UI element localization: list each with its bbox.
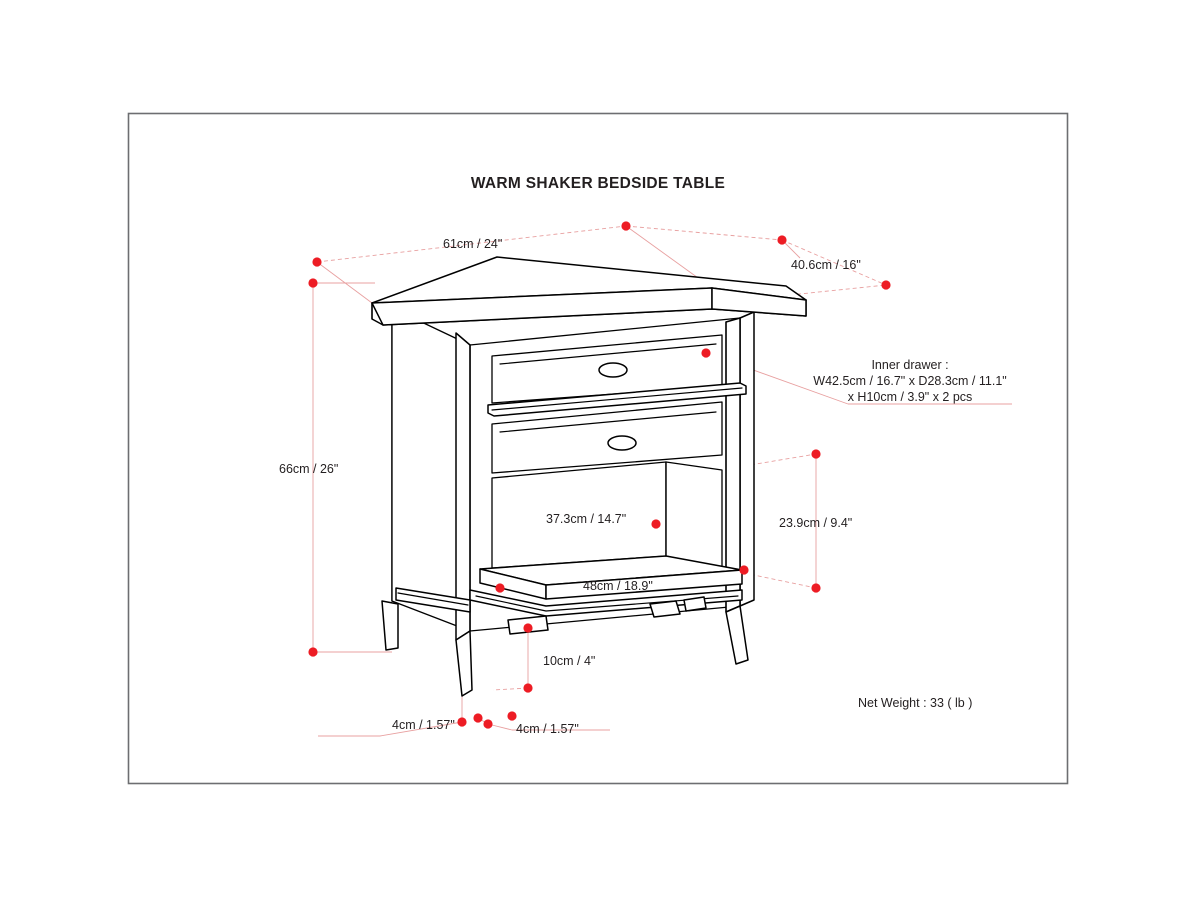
net-weight-label: Net Weight : 33 ( lb ) (858, 696, 972, 710)
marker-shelf-right (739, 565, 749, 575)
sheet-border (127, 112, 1069, 785)
inner-drawer-note-line3: x H10cm / 3.9" x 2 pcs (848, 390, 973, 404)
inner-drawer-note-line1: Inner drawer : (871, 358, 948, 372)
left-side-apron (395, 587, 471, 613)
marker-depth-start (777, 235, 787, 245)
shelf-cavity-right-wall (665, 461, 723, 569)
shelf-support-block-1 (649, 600, 681, 618)
drawer-pull-lower (607, 435, 637, 451)
shelf-support-block-2 (683, 596, 707, 612)
front-right-foot (725, 605, 749, 665)
marker-shelf-left (495, 583, 505, 593)
page-title: WARM SHAKER BEDSIDE TABLE (471, 175, 725, 192)
front-left-leg (455, 332, 471, 641)
dim-label-width-top: 61cm / 24" (443, 237, 502, 251)
marker-inner-drawer (701, 348, 711, 358)
dim-label-leg-thickness-right: 4cm / 1.57" (516, 722, 579, 736)
dim-label-shelf-depth: 23.9cm / 9.4" (779, 516, 852, 530)
front-left-foot (455, 630, 473, 697)
dim-label-height-overall: 66cm / 26" (279, 462, 338, 476)
marker-shelf-depth-top (811, 449, 821, 459)
marker-top-width-left (312, 257, 322, 267)
marker-opening-height (651, 519, 661, 529)
bottom-shelf-front-edge (545, 569, 743, 600)
rear-right-leg (739, 311, 755, 607)
marker-height-top (308, 278, 318, 288)
drawer-pull-upper (598, 362, 628, 378)
dimension-markers (308, 221, 891, 729)
dim-label-leg-thickness-left: 4cm / 1.57" (392, 718, 455, 732)
marker-leg-left-outer (457, 717, 467, 727)
rear-left-foot (381, 600, 399, 651)
marker-depth-end (881, 280, 891, 290)
marker-clearance-bottom (523, 683, 533, 693)
marker-leg-right-outer (507, 711, 517, 721)
marker-height-bottom (308, 647, 318, 657)
dim-label-leg-clearance: 10cm / 4" (543, 654, 595, 668)
inner-drawer-note-line2: W42.5cm / 16.7" x D28.3cm / 11.1" (813, 374, 1006, 388)
marker-leg-center (483, 719, 493, 729)
product-illustration (371, 256, 807, 697)
dim-label-shelf-width: 48cm / 18.9" (583, 579, 653, 593)
table-top-side-edge (711, 287, 807, 317)
marker-clearance-top (523, 623, 533, 633)
lower-drawer-front (491, 401, 723, 474)
marker-top-width-right (621, 221, 631, 231)
dim-label-depth-top: 40.6cm / 16" (791, 258, 861, 272)
marker-leg-left-inner (473, 713, 483, 723)
dim-label-shelf-opening-height: 37.3cm / 14.7" (546, 512, 626, 526)
marker-shelf-depth-bottom (811, 583, 821, 593)
